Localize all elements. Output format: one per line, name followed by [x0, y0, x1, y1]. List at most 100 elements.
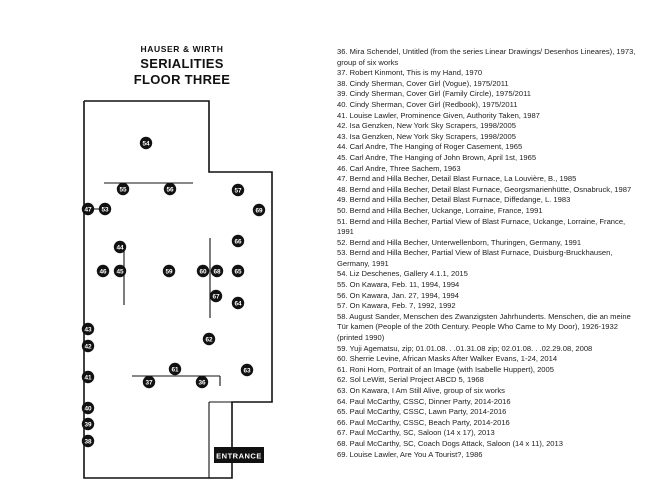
artwork-list: 36. Mira Schendel, Untitled (from the se…	[337, 47, 642, 460]
artwork-entry: 53. Bernd and Hilla Becher, Partial View…	[337, 248, 613, 268]
marker-dot	[252, 203, 266, 217]
artwork-entry: 47. Bernd and Hilla Becher, Detail Blast…	[337, 174, 577, 184]
artwork-entry: 38. Cindy Sherman, Cover Girl (Vogue), 1…	[337, 78, 509, 88]
title-line-1: SERIALITIES	[140, 56, 224, 71]
artwork-entry: 40. Cindy Sherman, Cover Girl (Redbook),…	[337, 99, 518, 109]
marker-55[interactable]: 55	[116, 182, 130, 196]
marker-60[interactable]: 60	[196, 264, 210, 278]
marker-dot	[139, 136, 153, 150]
marker-67[interactable]: 67	[209, 289, 223, 303]
artwork-entry: 67. Paul McCarthy, SC, Saloon (14 x 17),…	[337, 428, 495, 438]
marker-number: 42	[84, 343, 92, 350]
marker-61[interactable]: 61	[168, 362, 182, 376]
marker-57[interactable]: 57	[231, 183, 245, 197]
marker-number: 43	[84, 326, 92, 333]
marker-dot	[113, 264, 127, 278]
gallery-brand: HAUSER & WIRTH	[140, 44, 224, 54]
marker-dot	[96, 264, 110, 278]
marker-68[interactable]: 68	[210, 264, 224, 278]
artwork-entry: 46. Carl Andre, Three Sachem, 1963	[337, 163, 461, 173]
marker-53[interactable]: 53	[98, 202, 112, 216]
artwork-entry: 42. Isa Genzken, New York Sky Scrapers, …	[337, 121, 516, 131]
marker-number: 54	[142, 140, 150, 147]
artwork-entry: 69. Louise Lawler, Are You A Tourist?, 1…	[337, 449, 483, 459]
marker-dot	[116, 182, 130, 196]
marker-number: 57	[234, 187, 242, 194]
marker-44[interactable]: 44	[113, 240, 127, 254]
marker-dot	[209, 289, 223, 303]
artwork-entry: 55. On Kawara, Feb. 11, 1994, 1994	[337, 280, 460, 290]
marker-54[interactable]: 54	[139, 136, 153, 150]
marker-dot	[81, 202, 95, 216]
marker-40[interactable]: 40	[81, 401, 95, 415]
marker-dot	[196, 264, 210, 278]
marker-dot	[81, 434, 95, 448]
artwork-entry: 66. Paul McCarthy, CSSC, Beach Party, 20…	[337, 417, 510, 427]
marker-62[interactable]: 62	[202, 332, 216, 346]
artwork-entry: 51. Bernd and Hilla Becher, Partial View…	[337, 216, 626, 237]
marker-37[interactable]: 37	[142, 375, 156, 389]
marker-number: 61	[171, 366, 179, 373]
marker-45[interactable]: 45	[113, 264, 127, 278]
marker-number: 53	[101, 206, 109, 213]
marker-number: 64	[234, 300, 242, 307]
marker-63[interactable]: 63	[240, 363, 254, 377]
interior-walls	[104, 182, 236, 478]
artwork-entry: 62. Sol LeWitt, Serial Project ABCD 5, 1…	[337, 375, 484, 385]
marker-64[interactable]: 64	[231, 296, 245, 310]
artwork-entry: 58. August Sander, Menschen des Zwanzigs…	[337, 311, 631, 343]
marker-number: 36	[198, 379, 206, 386]
artwork-entry: 60. Sherrie Levine, African Masks After …	[337, 354, 558, 364]
marker-number: 56	[166, 186, 174, 193]
marker-dot	[98, 202, 112, 216]
artwork-entry: 56. On Kawara, Jan. 27, 1994, 1994	[337, 290, 460, 300]
marker-number: 65	[234, 268, 242, 275]
marker-number: 44	[116, 244, 124, 251]
marker-41[interactable]: 41	[81, 370, 95, 384]
marker-42[interactable]: 42	[81, 339, 95, 353]
marker-number: 37	[145, 379, 153, 386]
artwork-entry: 65. Paul McCarthy, CSSC, Lawn Party, 201…	[337, 407, 507, 417]
marker-dot	[231, 296, 245, 310]
marker-56[interactable]: 56	[163, 182, 177, 196]
marker-number: 38	[84, 438, 92, 445]
plan-outline	[83, 100, 273, 479]
marker-dot	[231, 183, 245, 197]
marker-number: 59	[165, 268, 173, 275]
artwork-entry: 61. Roni Horn, Portrait of an Image (wit…	[337, 364, 554, 374]
artwork-entry: 64. Paul McCarthy, CSSC, Dinner Party, 2…	[337, 396, 511, 406]
marker-69[interactable]: 69	[252, 203, 266, 217]
marker-number: 46	[99, 268, 107, 275]
marker-number: 55	[119, 186, 127, 193]
marker-65[interactable]: 65	[231, 264, 245, 278]
artwork-markers: 54 55 56 57 47 53 69 44 46 45 59 60 68 65 66 67 64 43 62 42…	[81, 136, 266, 448]
marker-39[interactable]: 39	[81, 417, 95, 431]
entrance-box	[214, 447, 264, 463]
marker-47[interactable]: 47	[81, 202, 95, 216]
artwork-entry: 48. Bernd and Hilla Becher, Detail Blast…	[337, 184, 632, 194]
marker-dot	[240, 363, 254, 377]
marker-dot	[195, 375, 209, 389]
artwork-entry: 54. Liz Deschenes, Gallery 4.1.1, 2015	[337, 269, 468, 279]
marker-number: 40	[84, 405, 92, 412]
artwork-entry: 59. Yuji Agematsu, zip; 01.01.08. . .01.…	[337, 343, 593, 353]
marker-dot	[162, 264, 176, 278]
marker-number: 68	[213, 268, 221, 275]
artwork-entry: 43. Isa Genzken, New York Sky Scrapers, …	[337, 131, 516, 141]
marker-59[interactable]: 59	[162, 264, 176, 278]
artwork-entry: 49. Bernd and Hilla Becher, Detail Blast…	[337, 195, 571, 205]
marker-dot	[81, 401, 95, 415]
marker-66[interactable]: 66	[231, 234, 245, 248]
artwork-entry: 50. Bernd and Hilla Becher, Uckange, Lor…	[337, 205, 543, 215]
marker-dot	[81, 417, 95, 431]
marker-38[interactable]: 38	[81, 434, 95, 448]
artwork-entry: 41. Louise Lawler, Prominence Given, Aut…	[337, 110, 540, 120]
marker-43[interactable]: 43	[81, 322, 95, 336]
artwork-entry: 45. Carl Andre, The Hanging of John Brow…	[337, 152, 537, 162]
marker-dot	[81, 322, 95, 336]
marker-36[interactable]: 36	[195, 375, 209, 389]
marker-number: 60	[199, 268, 207, 275]
marker-dot	[81, 370, 95, 384]
marker-number: 39	[84, 421, 92, 428]
marker-46[interactable]: 46	[96, 264, 110, 278]
